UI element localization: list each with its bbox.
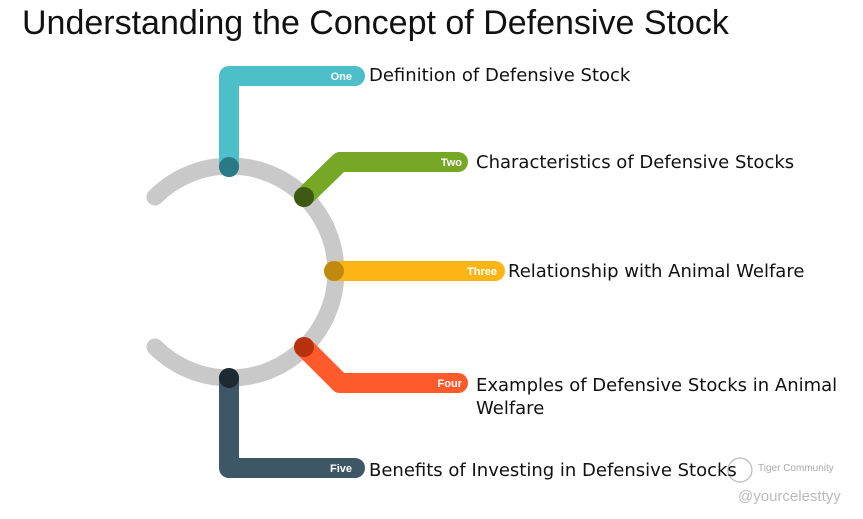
tiger-logo-icon — [727, 457, 753, 483]
node-one — [219, 157, 239, 177]
badge-three: Three — [467, 266, 497, 278]
badge-one: One — [331, 71, 352, 83]
watermark-brand: Tiger Community — [758, 463, 834, 474]
badge-four: Four — [438, 378, 463, 390]
item-one-text: Definition of Defensive Stock — [369, 65, 631, 86]
connector-five — [219, 368, 365, 478]
connector-one — [219, 66, 365, 177]
page-title: Understanding the Concept of Defensive S… — [22, 4, 729, 42]
item-three-text: Relationship with Animal Welfare — [508, 261, 805, 282]
watermark-handle: @yourcelesttyy — [738, 488, 841, 505]
connector-four — [294, 337, 468, 393]
item-two-text: Characteristics of Defensive Stocks — [476, 152, 795, 173]
node-four — [294, 337, 314, 357]
node-two — [294, 187, 314, 207]
item-four-text: Examples of Defensive Stocks in Animal W… — [476, 375, 838, 419]
node-three — [324, 261, 344, 281]
badge-five: Five — [330, 463, 352, 475]
connector-two — [294, 152, 468, 207]
item-five-text: Benefits of Investing in Defensive Stock… — [369, 460, 737, 481]
node-five — [219, 368, 239, 388]
badge-two: Two — [441, 157, 462, 169]
